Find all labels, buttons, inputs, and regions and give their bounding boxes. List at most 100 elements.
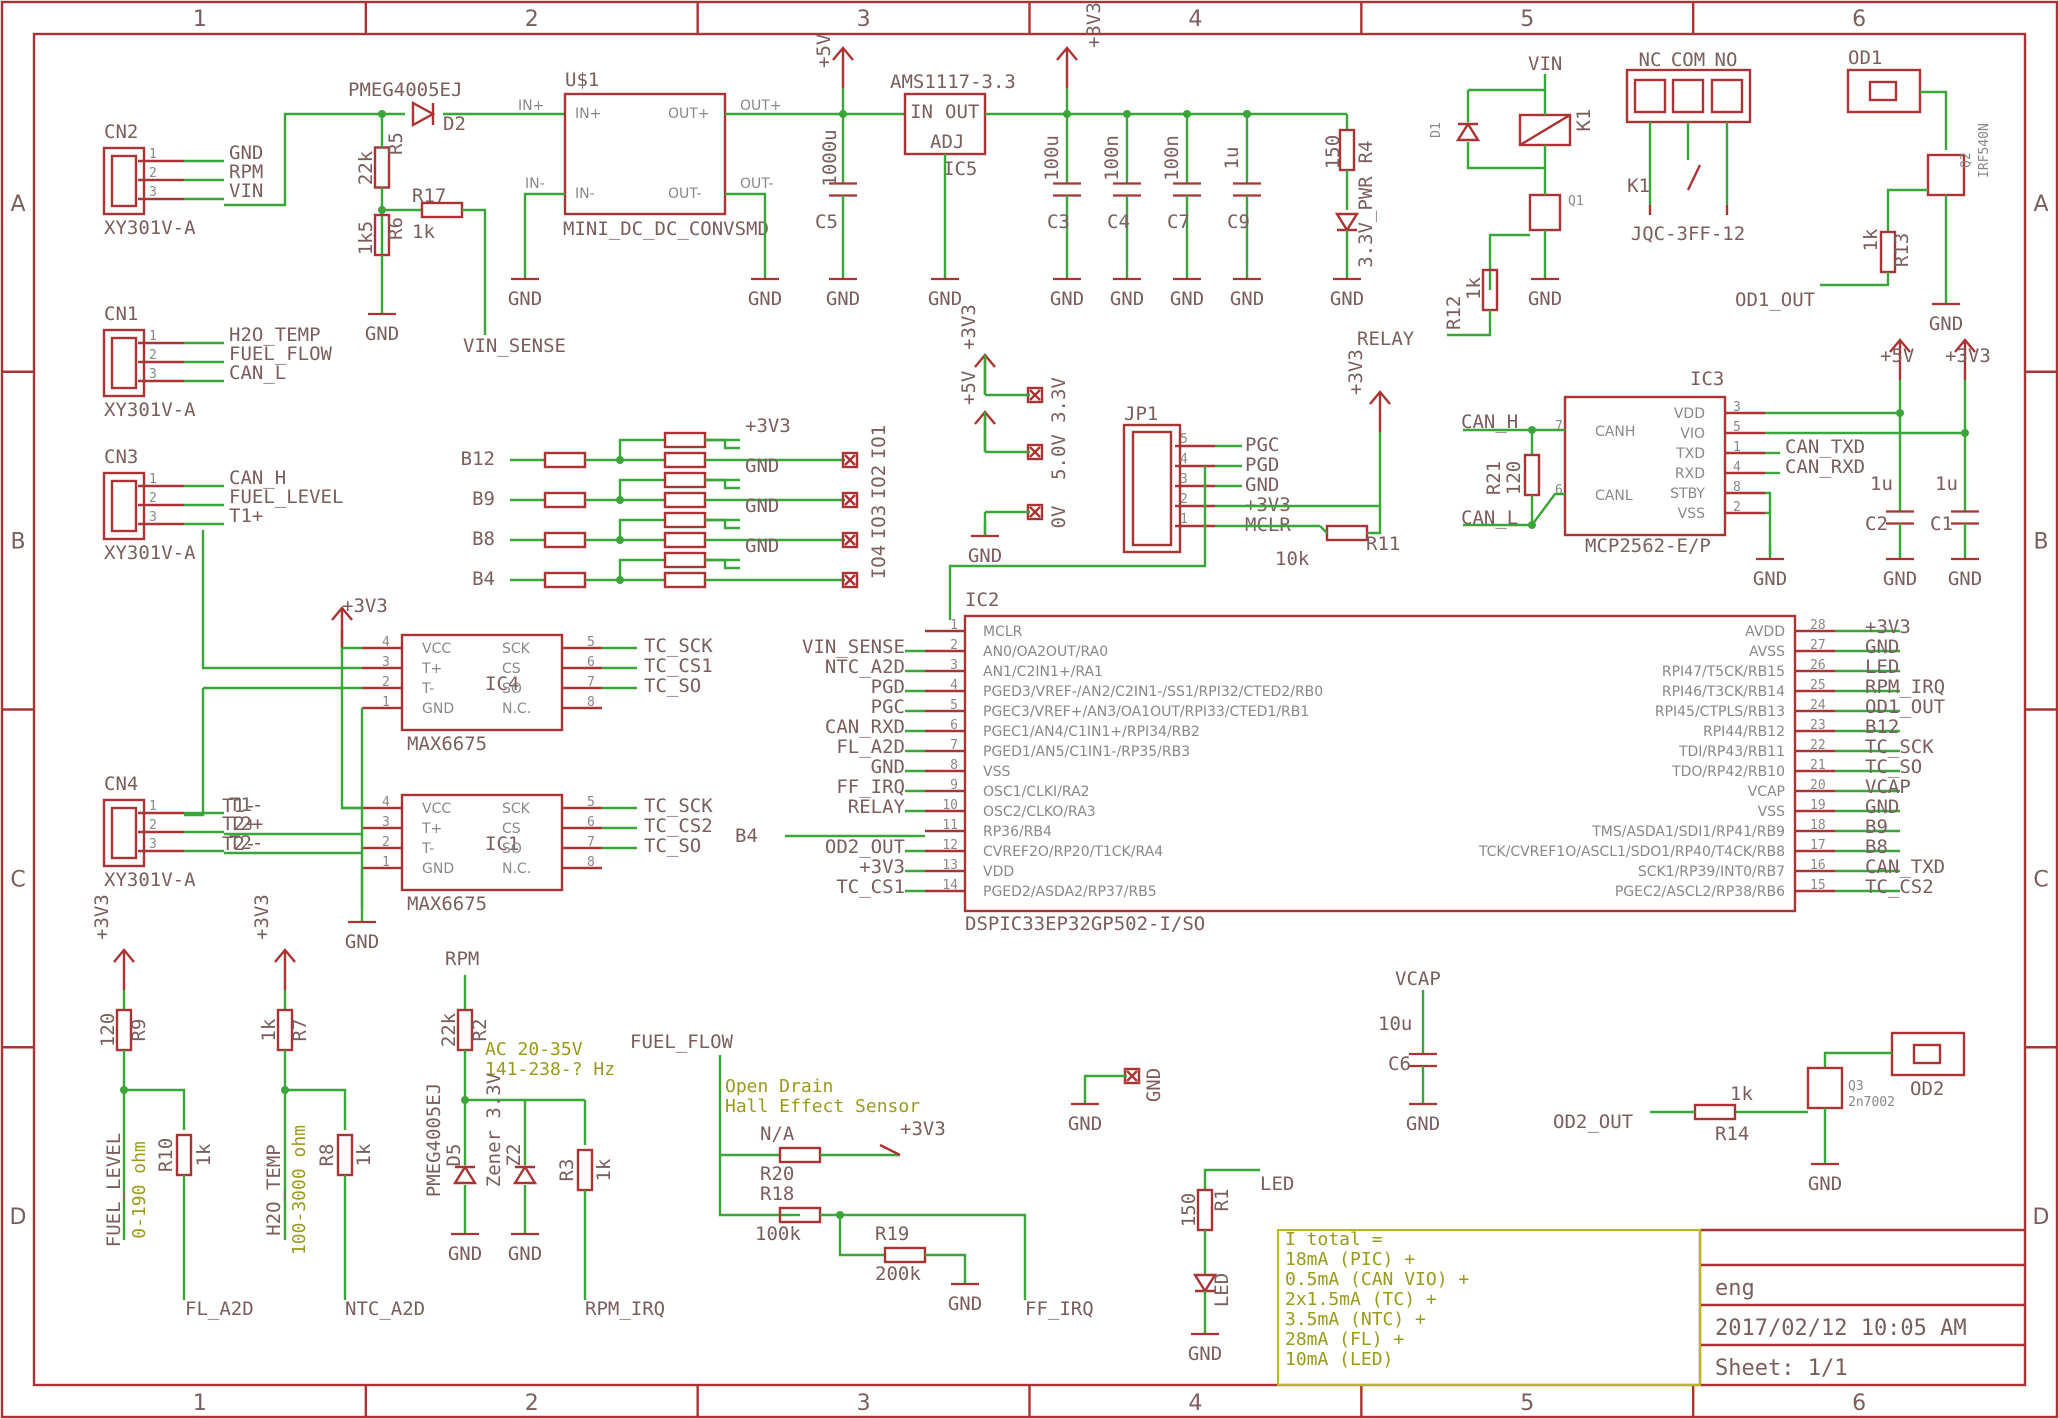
pin-number: 2 (1180, 492, 1188, 507)
pin-label: H2O_TEMP (229, 324, 321, 346)
gnd-label: GND (1883, 568, 1917, 590)
cap-ref: C3 (1047, 211, 1070, 233)
net-label: RELAY (848, 796, 906, 818)
pin-number: 2 (382, 835, 390, 850)
net-label: VCAP (1865, 776, 1911, 798)
mcp2562-chip (1563, 395, 1727, 537)
resistor-ref: R21 (1483, 461, 1505, 495)
pin-number: 3 (149, 837, 157, 852)
chip-pin: VCC (422, 801, 451, 817)
pin-number: 9 (950, 778, 958, 793)
module-ref: U$1 (565, 69, 599, 91)
wire (340, 648, 362, 810)
note-label: 0-190 ohm (129, 1141, 150, 1239)
mcu-pin: OSC1/CLKI/RA2 (983, 784, 1090, 800)
pad-inner (1868, 80, 1898, 102)
pin-label: TC_CS1 (644, 655, 713, 677)
cap-value: 1000u (819, 129, 841, 186)
wire (820, 1213, 1027, 1300)
chip-part: MCP2562-E/P (1585, 535, 1711, 557)
cap-value: 100n (1101, 135, 1123, 181)
pin-number: 3 (950, 658, 958, 673)
resistor-value: 1k (1730, 1083, 1753, 1105)
net-label: PGD (871, 676, 905, 698)
supply-arrow (1056, 46, 1078, 61)
pin-number: 2 (149, 491, 157, 506)
connector-ref: CN3 (104, 446, 138, 468)
chip-pin: T+ (421, 821, 442, 837)
gnd-label: GND (1929, 313, 1963, 335)
gnd-label: GND (1170, 288, 1204, 310)
pin-number: 14 (942, 878, 958, 893)
column-label: 1 (193, 7, 207, 32)
resistor-body (336, 1133, 354, 1177)
wire (1820, 272, 1890, 287)
header-pin (1671, 78, 1705, 114)
chip-pin: T+ (421, 661, 442, 677)
gnd-label: GND (1808, 1173, 1842, 1195)
mcu-pin: PGEC2/ASCL2/RP38/RB6 (1615, 884, 1785, 900)
current-note-line: 0.5mA (CAN VIO) + (1285, 1269, 1469, 1290)
pin-number: 4 (382, 795, 390, 810)
resistor-ref: R5 (385, 132, 407, 155)
pad (841, 491, 859, 509)
title-block: eng 2017/02/12 10:05 AM Sheet: 1/1 I tot… (1277, 1228, 2025, 1386)
wire (618, 438, 665, 460)
mcu-pin: VSS (1758, 804, 1785, 820)
wire (1765, 491, 1772, 515)
pin-number: 2 (1733, 500, 1741, 515)
net-label: TC_SCK (1865, 736, 1934, 758)
pin-number: 6 (587, 815, 595, 830)
pin-number: 1 (382, 855, 390, 870)
resistor-body (1325, 524, 1369, 542)
resistor-ref: R14 (1715, 1123, 1749, 1145)
pin-label: FUEL_LEVEL (229, 486, 343, 508)
module-pin: IN- (525, 176, 545, 192)
current-note-line: 10mA (LED) (1285, 1349, 1393, 1370)
net-label: VIN_SENSE (802, 636, 905, 658)
resistor-ref: R11 (1366, 533, 1400, 555)
net-label: LED (1260, 1173, 1294, 1195)
resistor-ref: R17 (412, 185, 446, 207)
diode-part: PMEG4005EJ (423, 1083, 445, 1197)
resistor-value: 1k (258, 1018, 280, 1041)
mcu-pin: CVREF2O/RP20/T1CK/RA4 (983, 844, 1163, 860)
cap-value: 100u (1041, 135, 1063, 181)
pin-number: 5 (1733, 420, 1741, 435)
net-label: FL_A2D (836, 736, 905, 758)
resistor-ref: R8 (316, 1144, 338, 1167)
mcu-pin: VSS (983, 764, 1010, 780)
connector-type: XY301V-A (104, 869, 196, 891)
net-label: GND (1865, 796, 1899, 818)
chip-pin: GND (422, 861, 454, 877)
pin-label: TC_SCK (644, 635, 713, 657)
regulator-pin: OUT (945, 101, 979, 123)
pin-number: 6 (1555, 483, 1563, 498)
cap-ref: C6 (1388, 1053, 1411, 1075)
connector-type: XY301V-A (104, 399, 196, 421)
pin-number: 3 (382, 655, 390, 670)
resistor-ref: R12 (1443, 296, 1465, 330)
net-label: FF_IRQ (1025, 1298, 1094, 1320)
wire (224, 112, 405, 207)
mosfet-ref: Q2 (1959, 152, 1974, 168)
pin-number: 18 (1810, 818, 1826, 833)
mosfet-part: 2n7002 (1848, 1095, 1895, 1110)
net-label: LED (1865, 656, 1899, 678)
module-pin: OUT+ (740, 98, 782, 114)
resistor-ref: R7 (289, 1019, 311, 1042)
resistor-ref: R4 (1355, 141, 1377, 164)
rail-label: GND (745, 535, 779, 557)
supply-label: +3V3 (91, 894, 113, 940)
net-label: CAN_TXD (1865, 856, 1945, 878)
gnd-label: GND (1188, 1343, 1222, 1365)
pin-number: 6 (950, 718, 958, 733)
resistor-ref: R19 (875, 1223, 909, 1245)
pin-number: 7 (587, 675, 595, 690)
pin-number: 27 (1810, 638, 1826, 653)
net-label: OD1_OUT (1735, 289, 1815, 311)
line (1686, 164, 1702, 191)
relay-header (1625, 68, 1752, 124)
chip-pin: N.C. (502, 861, 531, 877)
